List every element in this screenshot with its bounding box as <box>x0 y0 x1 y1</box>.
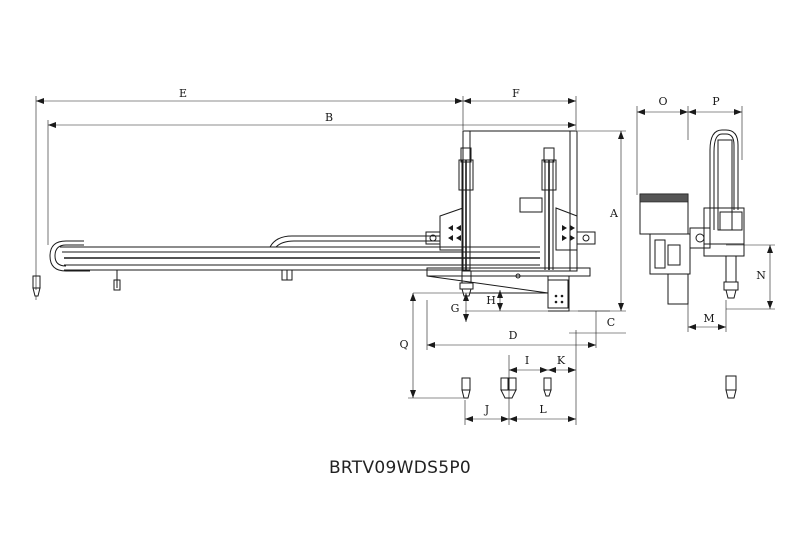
dim-label-a: A <box>609 207 619 220</box>
dimension-lines <box>35 96 775 425</box>
dim-label-g: G <box>451 302 460 315</box>
dim-label-c: C <box>607 316 615 329</box>
dim-label-e: E <box>179 87 187 100</box>
dim-label-j: J <box>484 403 489 416</box>
gripper-details <box>461 377 552 399</box>
dim-label-q: Q <box>399 338 408 351</box>
dim-label-f: F <box>512 87 520 100</box>
dim-label-k: K <box>557 354 566 367</box>
dimension-labels: E F B A O P N M H G C D Q I K J L <box>179 87 766 416</box>
dim-label-h: H <box>486 294 496 307</box>
dim-label-b: B <box>325 111 333 124</box>
front-view <box>32 130 596 312</box>
dim-label-l: L <box>539 403 547 416</box>
dim-label-n: N <box>756 269 766 282</box>
dim-label-m: M <box>703 312 714 325</box>
dim-label-p: P <box>712 95 720 108</box>
dim-label-i: I <box>525 354 529 367</box>
side-view <box>639 129 745 399</box>
dim-label-o: O <box>658 95 667 108</box>
dim-label-d: D <box>509 329 518 342</box>
model-label: BRTV09WDS5P0 <box>328 458 472 478</box>
